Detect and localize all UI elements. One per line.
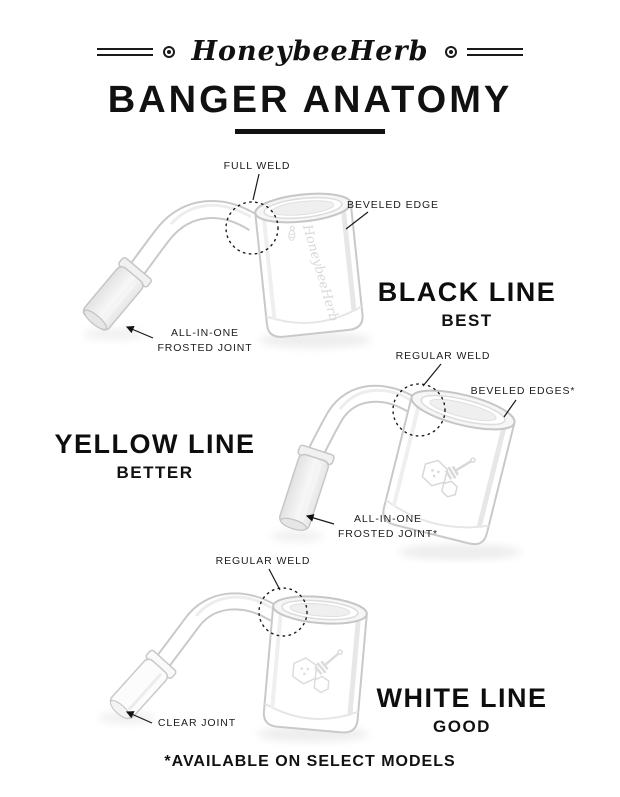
- line-grade: GOOD: [433, 717, 491, 736]
- title-underline: [235, 129, 385, 134]
- decorative-double-line: [466, 47, 523, 56]
- brand-logo: HoneybeeHerb: [191, 36, 429, 67]
- label-regular-weld-3: REGULAR WELD: [215, 555, 311, 567]
- frosted-joint: [82, 257, 152, 331]
- page-title: BANGER ANATOMY: [107, 79, 513, 121]
- label-line: FROSTED JOINT: [157, 342, 253, 355]
- beveled-rim: [254, 192, 352, 224]
- line-name: WHITE LINE: [376, 683, 548, 713]
- bullseye-dot-icon: [163, 45, 176, 58]
- line-name: BLACK LINE: [377, 277, 557, 307]
- frosted-joint: [278, 444, 335, 531]
- neck-tube: [127, 200, 260, 278]
- etched-honeycomb-logo: [421, 457, 476, 498]
- heading-white-line: WHITE LINE GOOD: [377, 683, 548, 737]
- banger-illustration-yellow-line: [271, 384, 522, 560]
- bucket: HoneybeeHerb: [254, 192, 364, 338]
- label-line: FROSTED JOINT*: [337, 528, 439, 541]
- label-beveled-edge-1: BEVELED EDGE: [347, 199, 439, 211]
- decorative-double-line: [97, 47, 154, 56]
- line-grade: BEST: [441, 311, 493, 330]
- heading-black-line: BLACK LINE BEST: [378, 277, 557, 331]
- etched-dipper-icon: [444, 457, 476, 480]
- brand-row: HoneybeeHerb: [0, 36, 620, 67]
- heading-yellow-line: YELLOW LINE BETTER: [55, 429, 256, 483]
- clear-joint: [109, 649, 177, 720]
- bullseye-dot-icon: [444, 45, 457, 58]
- etched-bee-icon: [288, 225, 296, 241]
- label-line: ALL-IN-ONE: [354, 513, 422, 525]
- label-frosted-joint-1: ALL-IN-ONE FROSTED JOINT: [157, 326, 252, 356]
- label-regular-weld-2: REGULAR WELD: [395, 350, 491, 362]
- header: HoneybeeHerb BANGER ANATOMY: [0, 36, 620, 134]
- label-clear-joint-3: CLEAR JOINT: [157, 717, 237, 729]
- label-line: ALL-IN-ONE: [171, 327, 239, 339]
- line-name: YELLOW LINE: [54, 429, 256, 459]
- label-full-weld: FULL WELD: [223, 160, 291, 172]
- line-grade: BETTER: [116, 463, 194, 482]
- footer-note: *AVAILABLE ON SELECT MODELS: [164, 753, 456, 770]
- etched-honeycomb-logo: [292, 649, 343, 694]
- bucket: [262, 595, 368, 734]
- etched-dipper-icon: [314, 649, 343, 676]
- label-frosted-joint-2: ALL-IN-ONE FROSTED JOINT*: [338, 512, 438, 542]
- label-beveled-edges-2: BEVELED EDGES*: [470, 385, 576, 397]
- neck-tube: [153, 592, 280, 670]
- shadow: [271, 530, 522, 560]
